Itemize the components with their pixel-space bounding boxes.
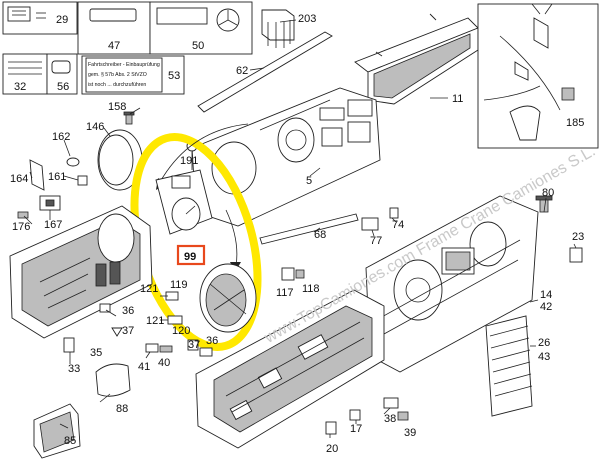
label-203: 203 [298, 13, 316, 25]
label-5: 5 [306, 175, 312, 187]
label-41: 41 [138, 361, 150, 373]
label-120: 120 [172, 325, 190, 337]
legend-box-29: 29 [2, 1, 78, 35]
part-161 [77, 175, 88, 186]
part-62-strip [197, 31, 333, 113]
label-39: 39 [404, 427, 416, 439]
label-88: 88 [116, 403, 128, 415]
label-43: 43 [538, 351, 550, 363]
legend-box-47: 47 [77, 1, 151, 55]
label-68: 68 [314, 229, 326, 241]
part-77-switch [361, 217, 379, 231]
part-146-ring [97, 129, 143, 191]
part-158-screw [123, 111, 135, 125]
label-185: 185 [566, 117, 584, 129]
part-37b-36b [187, 339, 213, 357]
part-circuit-board [195, 289, 385, 449]
legend-box-32: 32 [2, 53, 48, 95]
note-line-1: Fahrtschreiber - Einbauprüfung [88, 62, 160, 68]
legend-label-50: 50 [192, 40, 204, 52]
label-26: 26 [538, 337, 550, 349]
label-36a: 36 [122, 305, 134, 317]
legend-label-53: 53 [168, 70, 180, 82]
legend-box-53: Fahrtschreiber - Einbauprüfung gem. § 57… [81, 55, 185, 95]
legend-label-29: 29 [56, 14, 68, 26]
legend-label-47: 47 [108, 40, 120, 52]
detail-box-185 [477, 3, 599, 149]
label-191: 191 [180, 155, 198, 167]
legend-label-56: 56 [57, 81, 69, 93]
part-120-socket [167, 315, 183, 325]
part-85-tray [33, 403, 81, 459]
part-23-bulb [569, 247, 583, 263]
label-80: 80 [542, 187, 554, 199]
part-36a-bulb [99, 303, 111, 313]
label-121b: 121 [146, 315, 164, 327]
label-37a: 37 [122, 325, 134, 337]
part-162-nut [66, 157, 80, 167]
part-74-clip [389, 207, 399, 219]
part-11-cover [354, 13, 479, 105]
legend-box-56: 56 [46, 53, 78, 95]
part-40-41-sockets [145, 343, 173, 353]
part-164-bracket [29, 159, 45, 191]
label-77: 77 [370, 235, 382, 247]
label-117: 117 [276, 287, 294, 299]
part-117-118-bulbs [281, 267, 305, 281]
part-33-housing [9, 205, 153, 339]
legend-box-50: 50 [149, 1, 253, 55]
part-17-bulb [349, 409, 361, 421]
label-161: 161 [48, 171, 66, 183]
label-42: 42 [540, 301, 552, 313]
label-158: 158 [108, 101, 126, 113]
part-68-strip [259, 213, 359, 245]
label-36b: 36 [206, 335, 218, 347]
label-121a: 121 [140, 283, 158, 295]
note-line-2: gem. § 57b Abs. 2 StVZO [88, 72, 147, 78]
part-rear-housing [199, 263, 257, 333]
label-38: 38 [384, 413, 396, 425]
label-17: 17 [350, 423, 362, 435]
part-203-bracket [261, 9, 295, 48]
part-99-speedometer [155, 169, 213, 235]
part-167-connector [39, 195, 61, 211]
part-88-cover [95, 363, 131, 397]
label-35: 35 [90, 347, 102, 359]
label-37b: 37 [188, 339, 200, 351]
label-167: 167 [44, 219, 62, 231]
label-20: 20 [326, 443, 338, 455]
part-176 [17, 211, 29, 219]
label-40: 40 [158, 357, 170, 369]
label-176: 176 [12, 221, 30, 233]
label-14: 14 [540, 289, 552, 301]
part-35-lamp [63, 337, 75, 353]
label-118: 118 [302, 283, 320, 295]
part-labels: 203 62 11 185 158 146 162 191 5 164 161 … [10, 13, 584, 455]
label-146: 146 [86, 121, 104, 133]
label-23: 23 [572, 231, 584, 243]
part-37a-bulb [111, 327, 123, 337]
callout-box-99 [176, 244, 206, 266]
note-line-3: ist noch ... durchzuführen [88, 82, 146, 88]
label-99: 99 [184, 251, 196, 263]
label-85: 85 [64, 435, 76, 447]
label-164: 164 [10, 173, 28, 185]
part-26-label-sheet [485, 315, 533, 417]
part-38-39-sockets [383, 397, 409, 421]
legend-label-32: 32 [14, 81, 26, 93]
label-11: 11 [452, 93, 463, 105]
part-5-front-panel [191, 87, 381, 227]
label-33: 33 [68, 363, 80, 375]
label-62: 62 [236, 65, 248, 77]
label-119: 119 [170, 279, 188, 291]
label-162: 162 [52, 131, 70, 143]
part-20-bulb [325, 421, 337, 435]
label-74: 74 [392, 219, 404, 231]
leader-lines [23, 19, 577, 438]
